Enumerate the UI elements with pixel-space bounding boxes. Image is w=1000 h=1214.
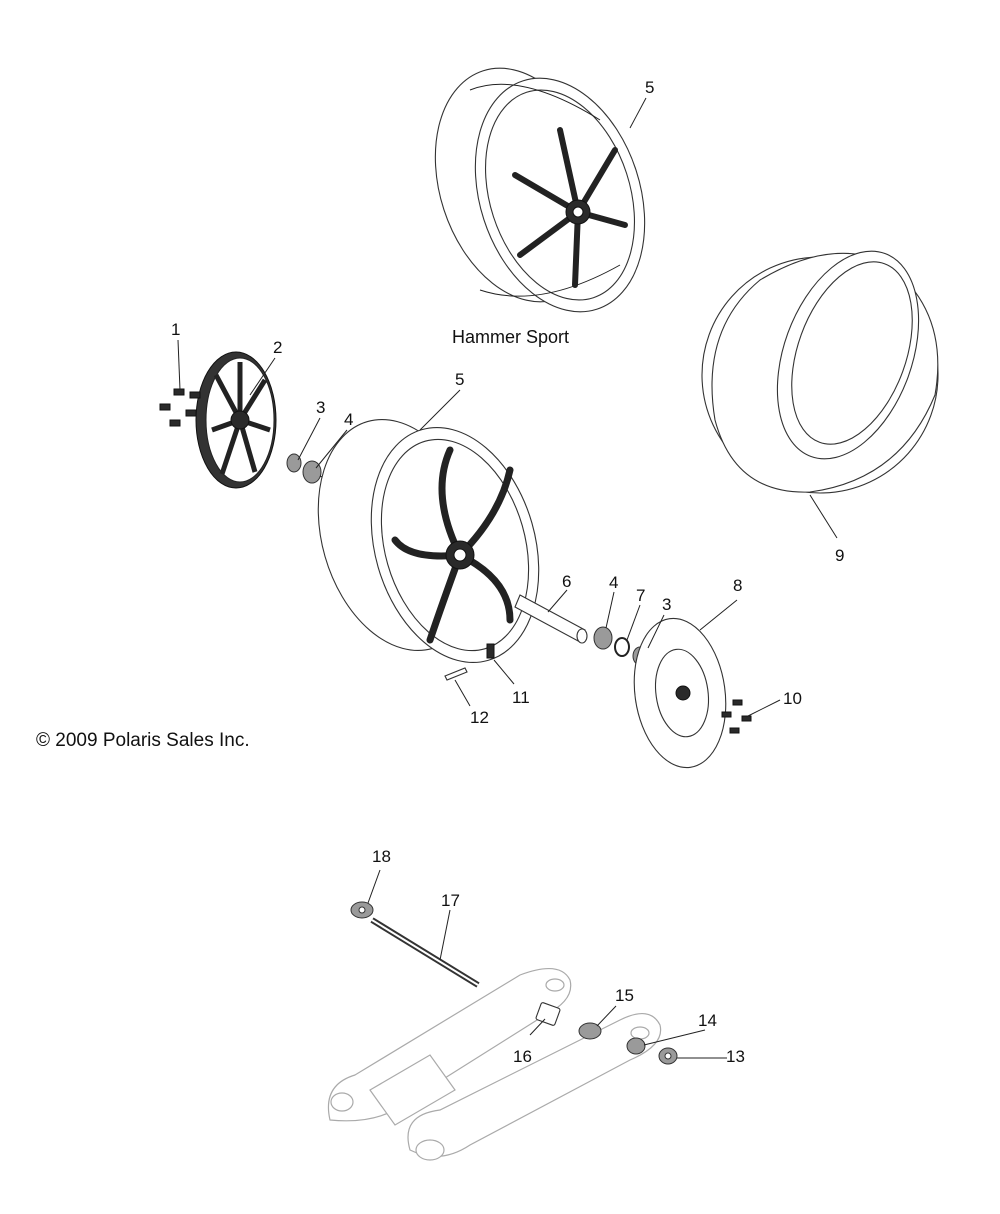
callout-7: 7: [636, 586, 645, 605]
pivot-shaft: [370, 917, 480, 988]
nut-13: [658, 1047, 678, 1065]
callout-13: 13: [726, 1047, 745, 1066]
bearing-right: [593, 626, 613, 650]
callout-12: 12: [470, 708, 489, 727]
axle-spacer: [514, 594, 588, 644]
wheel-hammer-sport: [434, 67, 646, 313]
main-wheel: [317, 419, 540, 663]
valve-stem: [486, 643, 495, 659]
callout-5: 5: [455, 370, 464, 389]
variant-caption: Hammer Sport: [452, 327, 569, 347]
callout-4: 4: [344, 410, 353, 429]
circlip: [614, 637, 630, 657]
disc-bolts: [721, 699, 752, 734]
brake-disc: [633, 617, 727, 769]
washer-14: [626, 1037, 646, 1055]
seal-left: [286, 453, 302, 473]
callout-11: 11: [512, 688, 530, 707]
callout-1: 1: [171, 320, 180, 339]
tire: [701, 250, 939, 494]
callout-2: 2: [273, 338, 282, 357]
callout-15: 15: [615, 986, 634, 1005]
callout-5-top: 5: [645, 78, 654, 97]
callout-17: 17: [441, 891, 460, 910]
bearing-left: [302, 460, 322, 484]
callout-labels: 1 2 3 4 5 5 6 4 7 3 8 9 10 11 12 13 14 1…: [171, 78, 844, 1066]
copyright-notice: © 2009 Polaris Sales Inc.: [36, 730, 250, 751]
sprocket: [195, 351, 277, 489]
callout-3-right: 3: [662, 595, 671, 614]
callout-18: 18: [372, 847, 391, 866]
callout-4-right: 4: [609, 573, 618, 592]
leader-lines: [177, 97, 838, 1059]
washer-18: [350, 901, 374, 919]
bushing-16: [535, 1002, 561, 1026]
callout-6: 6: [562, 572, 571, 591]
bushing-15: [578, 1022, 602, 1040]
callout-8: 8: [733, 576, 742, 595]
callout-9: 9: [835, 546, 844, 565]
swing-arm: [327, 968, 662, 1161]
callout-14: 14: [698, 1011, 717, 1030]
balance-weight: [444, 667, 468, 681]
callout-16: 16: [513, 1047, 532, 1066]
sprocket-bolts: [159, 388, 201, 427]
callout-3: 3: [316, 398, 325, 417]
callout-10: 10: [783, 689, 802, 708]
